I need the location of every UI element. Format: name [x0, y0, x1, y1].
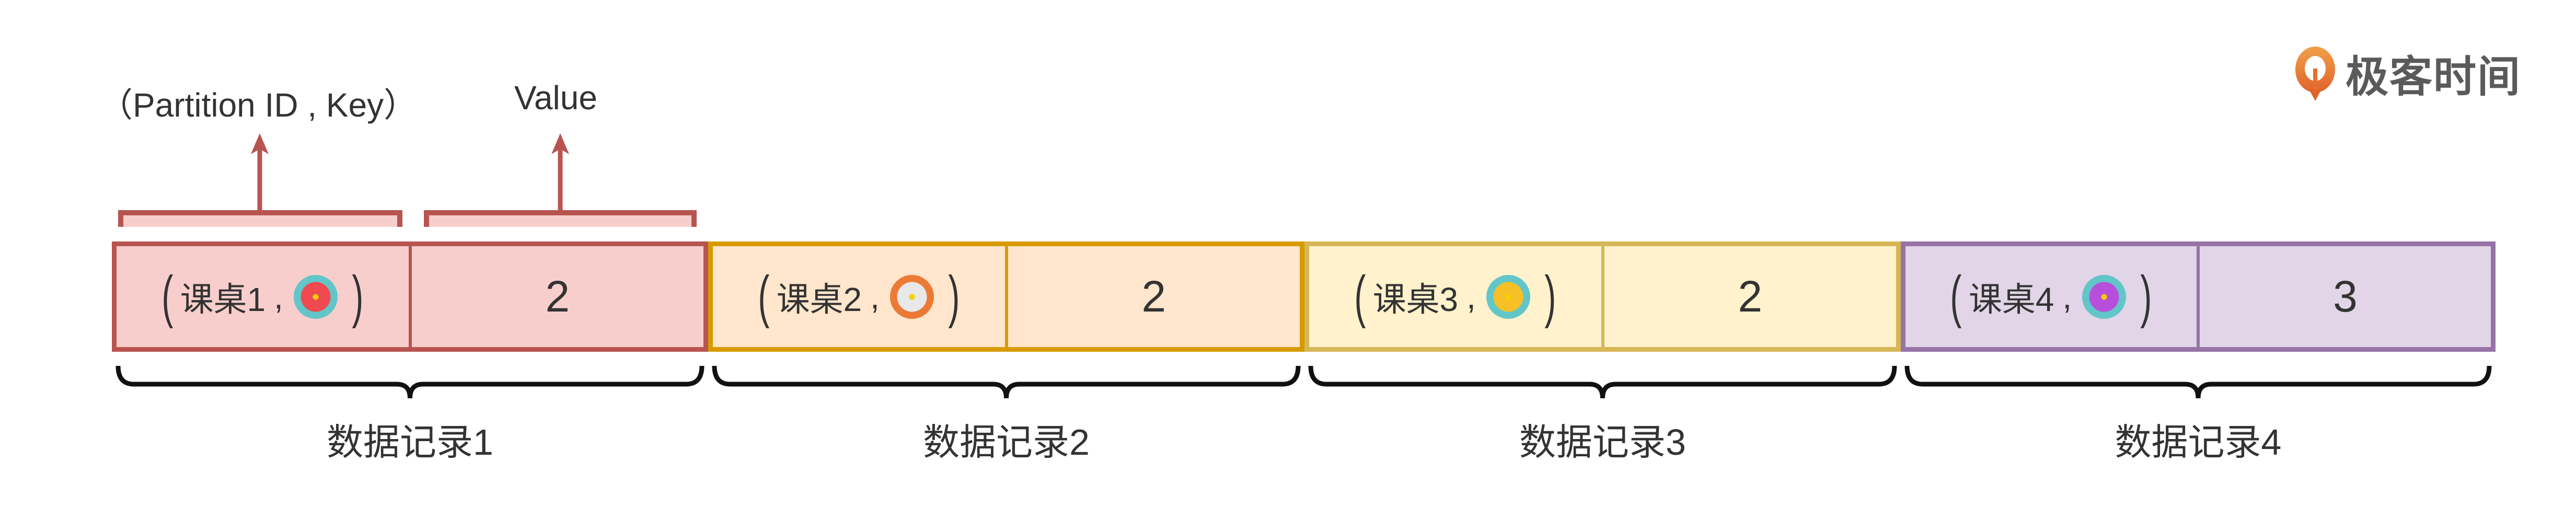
- geektime-logo-icon: [2295, 46, 2335, 101]
- data-record-1: ( 课桌1 , ) 2: [112, 241, 708, 352]
- record-brace: [712, 365, 1301, 399]
- close-paren: ): [1544, 264, 1556, 329]
- record-brace: [1308, 365, 1897, 399]
- key-annotation-label: （Partition ID , Key）: [99, 86, 418, 124]
- record-brace: [1904, 365, 2492, 399]
- open-paren: (: [758, 264, 770, 329]
- data-record-3: ( 课桌3 , ) 2: [1304, 241, 1901, 352]
- key-comma: ,: [2062, 278, 2072, 316]
- key-text: 课桌2: [776, 280, 862, 318]
- value-arrow: [551, 133, 569, 210]
- data-record-4: ( 课桌4 , ) 3: [1901, 241, 2496, 352]
- record-label: 数据记录2: [923, 422, 1090, 463]
- key-comma: ,: [870, 278, 880, 316]
- key-arrow: [251, 133, 269, 210]
- record-key-cell: ( 课桌4 , ): [1905, 246, 2200, 347]
- open-paren: (: [1354, 264, 1366, 329]
- record-label: 数据记录4: [2115, 422, 2282, 463]
- close-paren: ): [2140, 264, 2152, 329]
- key-text: 课桌1: [180, 280, 266, 318]
- key-comma: ,: [1466, 278, 1476, 316]
- close-paren: ): [352, 264, 364, 329]
- record-label: 数据记录3: [1519, 422, 1686, 463]
- open-paren: (: [1950, 264, 1962, 329]
- logo-text: 极客时间: [2346, 53, 2522, 101]
- logo: 极客时间: [2294, 42, 2521, 104]
- purple-flower-icon: [2082, 274, 2127, 319]
- record-value-cell: 2: [1738, 272, 1763, 321]
- record-key-cell: ( 课桌3 , ): [1309, 246, 1604, 347]
- yellow-flower-icon: [1486, 274, 1530, 319]
- value-bracket: [424, 210, 697, 227]
- key-comma: ,: [274, 278, 283, 316]
- value-annotation-label: Value: [514, 79, 597, 117]
- data-record-2: ( 课桌2 , ) 2: [708, 241, 1304, 352]
- key-text: 课桌3: [1372, 280, 1459, 318]
- record-key-cell: ( 课桌2 , ): [713, 246, 1008, 347]
- record-value-cell: 3: [2333, 272, 2358, 321]
- record-brace: [115, 365, 704, 399]
- record-label: 数据记录1: [327, 422, 493, 463]
- white-flower-icon: [890, 274, 934, 319]
- key-text: 课桌4: [1968, 280, 2054, 318]
- open-paren: (: [161, 264, 174, 329]
- red-flower-icon: [293, 274, 338, 319]
- record-value-cell: 2: [1141, 272, 1166, 321]
- key-bracket: [118, 210, 402, 227]
- record-value-cell: 2: [545, 272, 570, 321]
- close-paren: ): [948, 264, 960, 329]
- record-key-cell: ( 课桌1 , ): [117, 246, 412, 347]
